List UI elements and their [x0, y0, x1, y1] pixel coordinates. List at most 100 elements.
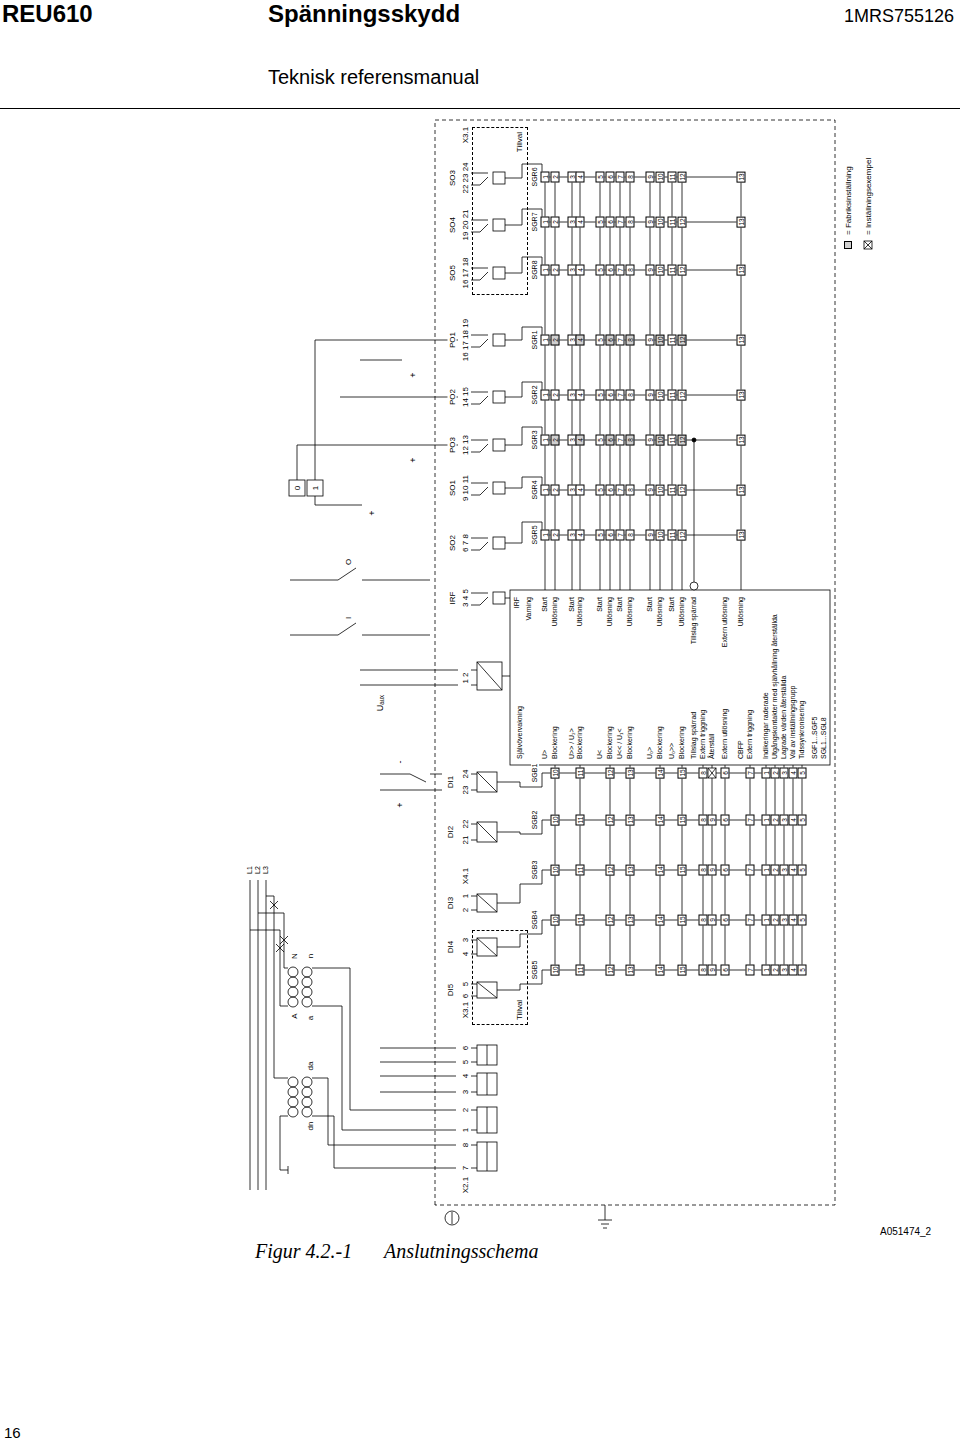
switch-number: 5: [798, 915, 807, 926]
relay-contact: [471, 538, 488, 539]
switch-number: 11: [668, 530, 677, 541]
switch-number: 2: [771, 965, 780, 976]
wire: [694, 440, 695, 582]
switch-number: 8: [699, 865, 708, 876]
page-title: Spänningsskydd: [268, 0, 460, 28]
option-label: Tillval: [515, 131, 524, 153]
wire: [315, 496, 362, 505]
terminal-number: 3: [461, 1089, 470, 1095]
switch-number: 6: [721, 915, 730, 926]
switchgroup-name: SGR7: [531, 211, 539, 232]
switch-number: 14: [656, 767, 665, 778]
terminal-number: 2: [461, 1107, 470, 1113]
wire: [380, 1062, 456, 1063]
switch-number: 12: [678, 171, 687, 182]
wire: [380, 1076, 456, 1077]
switch-number: 6: [606, 265, 615, 276]
switch-number: 13: [626, 814, 635, 825]
output-name: SO5: [448, 264, 457, 282]
switch-number: 8: [699, 915, 708, 926]
switch-number: 5: [596, 172, 605, 183]
product-name: REU610: [2, 0, 93, 28]
wire: [312, 1078, 456, 1145]
switchgroup-name: SGB4: [531, 910, 539, 931]
transformer-winding: [302, 967, 312, 977]
winding-label: n: [306, 953, 315, 959]
winding-label: A: [290, 1012, 299, 1019]
switch-number: 12: [606, 814, 615, 825]
example-setting-mark: [708, 768, 716, 778]
switch-number: 4: [576, 265, 585, 276]
terminal-number: 12 13: [461, 434, 470, 456]
switch-number: 1: [541, 172, 550, 183]
wire: [471, 1168, 477, 1169]
switch-number: 6: [721, 865, 730, 876]
function-input: U>> / U₂>: [568, 727, 576, 760]
manual-name: Teknisk referensmanual: [268, 66, 479, 89]
transformer-winding: [302, 987, 312, 997]
switch-number: 4: [576, 435, 585, 446]
switch-number: 5: [798, 768, 807, 779]
relay-contact: [471, 444, 488, 452]
switch-number: 7: [746, 815, 755, 826]
function-output: IRF: [513, 596, 521, 609]
legend-sample: [864, 241, 872, 249]
function-output: Start: [646, 596, 654, 613]
wire: [290, 580, 338, 581]
input-transformer: [487, 1107, 488, 1133]
function-output: Tillslag spärrad: [690, 596, 698, 645]
switch-number: 2: [551, 485, 560, 496]
transformer-winding: [288, 967, 298, 977]
terminal-number: 5: [461, 1059, 470, 1065]
legend-sample: [864, 241, 872, 249]
switch-number: 11: [668, 485, 677, 496]
coil-label: 1: [311, 485, 320, 491]
switch-number: 9: [646, 172, 655, 183]
switch-number: 10: [656, 334, 665, 345]
legend-swatch: [844, 241, 852, 249]
terminal-number: X3.1: [461, 126, 470, 144]
wire: [502, 676, 510, 677]
figure-caption-text: Anslutningsschema: [384, 1240, 538, 1263]
terminal-number: 4: [461, 1073, 470, 1079]
terminal-number: 6: [461, 1045, 470, 1051]
function-input: U>: [541, 749, 549, 760]
switch-number: 5: [596, 435, 605, 446]
function-input: Extern triggning: [699, 709, 707, 760]
switch-number: 6: [606, 530, 615, 541]
switch-number: 12: [678, 389, 687, 400]
switch-number: 2: [771, 865, 780, 876]
wire: [360, 685, 458, 686]
wire: [380, 1092, 456, 1093]
wire: [471, 1092, 477, 1093]
function-block-outline: [510, 590, 830, 765]
function-input: CBFP: [737, 739, 745, 760]
switch-number: 3: [780, 768, 789, 779]
input-name: DI1: [446, 775, 455, 789]
switch-number: 12: [678, 334, 687, 345]
inversion-circle: [690, 582, 698, 590]
input-name: DI2: [446, 825, 455, 839]
wire: [340, 397, 458, 398]
relay-contact: [471, 542, 488, 550]
switchgroup-row: [610, 177, 611, 590]
terminal-number: 24: [461, 769, 470, 780]
terminal-number: 2: [461, 907, 470, 913]
switch-number: 8: [699, 768, 708, 779]
terminal-number: 1 2: [461, 671, 470, 684]
switch-number: 4: [789, 865, 798, 876]
switch-number: 4: [789, 815, 798, 826]
phase-label: L2: [254, 865, 262, 875]
switch-number: 10: [551, 767, 560, 778]
switch-number: 13: [737, 264, 746, 275]
output-name: SO1: [448, 479, 457, 497]
switchgroup-row: [682, 177, 683, 590]
switchgroup-row: [580, 177, 581, 590]
switch-number: 4: [576, 172, 585, 183]
power-supply-symbol: [477, 662, 502, 690]
switch-number: 15: [678, 814, 687, 825]
input-transformer: [477, 1107, 497, 1133]
switch-number: 4: [789, 965, 798, 976]
transformer-winding: [288, 1077, 298, 1087]
switch-number: 8: [626, 435, 635, 446]
